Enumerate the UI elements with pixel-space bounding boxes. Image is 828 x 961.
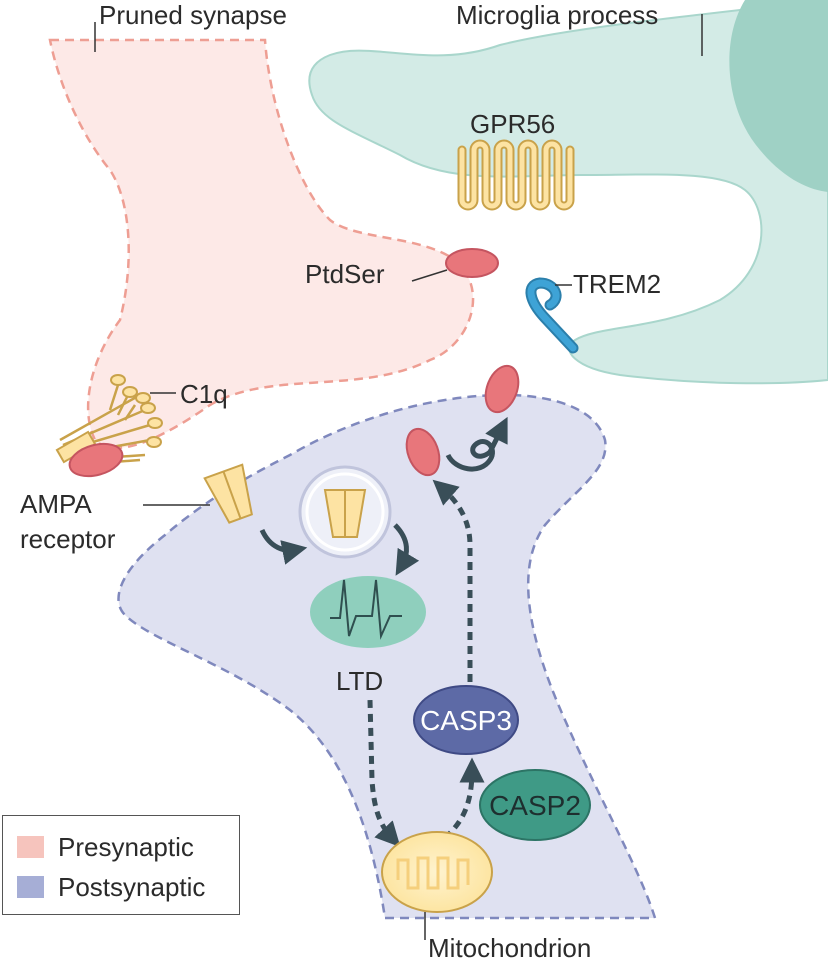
legend-swatch-postsynaptic — [17, 876, 44, 898]
legend-item-postsynaptic: Postsynaptic — [17, 872, 205, 902]
ptdser-molecule — [445, 248, 499, 278]
label-mitochondrion: Mitochondrion — [428, 933, 591, 961]
ptdser-inner — [405, 427, 441, 477]
arrow-ltd-to-mito — [367, 699, 401, 848]
legend: Presynaptic Postsynaptic — [2, 815, 240, 915]
ltd-trace — [330, 579, 402, 640]
flip-arrow — [445, 416, 508, 472]
mitochondrion-organelle — [381, 831, 493, 913]
label-ltd: LTD — [336, 666, 383, 696]
ltd-signal — [310, 576, 426, 648]
label-casp2: CASP2 — [489, 790, 581, 821]
legend-swatch-presynaptic — [17, 836, 44, 858]
internalized-ampa-receptor — [323, 489, 367, 538]
casp3-enzyme — [413, 685, 519, 755]
ptdser-c1q-bound — [68, 442, 124, 478]
label-microglia-process: Microglia process — [456, 0, 658, 30]
label-casp3: CASP3 — [420, 705, 512, 736]
legend-item-presynaptic: Presynaptic — [17, 832, 194, 862]
legend-label-postsynaptic: Postsynaptic — [58, 871, 206, 902]
label-gpr56: GPR56 — [470, 109, 555, 139]
label-ampa: AMPA — [20, 489, 92, 519]
ptdser-flipped — [484, 364, 520, 414]
label-ptdser: PtdSer — [305, 259, 385, 289]
microglia-process — [308, 0, 828, 385]
microglia-nucleus — [729, 0, 828, 192]
label-trem2: TREM2 — [573, 269, 661, 299]
label-receptor: receptor — [20, 524, 116, 554]
legend-label-presynaptic: Presynaptic — [58, 831, 194, 862]
presynaptic-terminal — [48, 38, 475, 450]
arrow-endocytosis — [259, 528, 308, 565]
label-c1q: C1q — [180, 379, 228, 409]
arrow-to-ltd — [393, 523, 420, 576]
label-pruned-synapse: Pruned synapse — [99, 0, 287, 30]
ampa-receptor — [203, 463, 253, 524]
casp2-enzyme — [479, 769, 591, 841]
